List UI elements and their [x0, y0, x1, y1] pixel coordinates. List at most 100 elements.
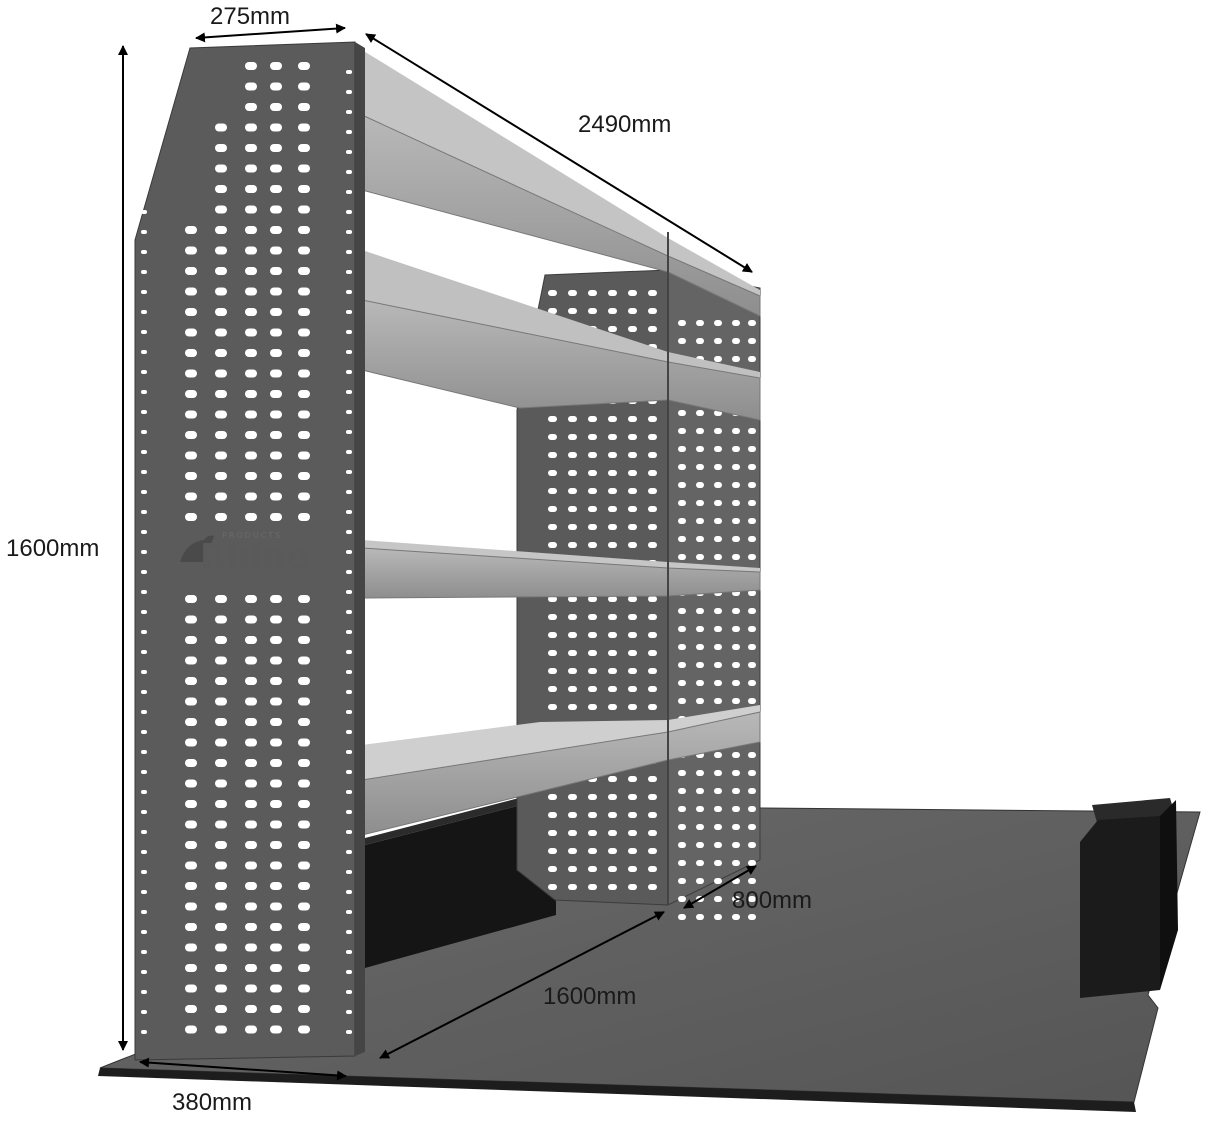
panel-edge-slot — [141, 650, 147, 654]
upright-hole — [714, 860, 722, 866]
panel-hole — [298, 185, 310, 193]
upright-hole — [714, 824, 722, 830]
upright-hole — [714, 770, 722, 776]
dim-line-depth-top — [195, 23, 346, 43]
panel-edge-slot — [141, 630, 147, 634]
panel-hole — [270, 882, 282, 890]
upright-hole — [548, 848, 557, 854]
panel-edge-slot — [346, 270, 352, 274]
panel-hole — [185, 882, 197, 890]
upright-hole — [748, 914, 756, 920]
upright-hole — [648, 686, 657, 692]
upright-hole — [568, 452, 577, 458]
panel-edge-slot — [141, 330, 147, 334]
upright-hole — [588, 308, 597, 314]
panel-hole — [298, 636, 310, 644]
upright-hole — [714, 806, 722, 812]
panel-hole — [185, 718, 197, 726]
panel-hole — [298, 677, 310, 685]
panel-edge-slot — [346, 710, 352, 714]
panel-hole — [245, 902, 257, 911]
upright-hole — [748, 320, 756, 326]
upright-hole — [568, 830, 577, 836]
upright-hole — [678, 806, 686, 812]
upright-hole — [588, 668, 597, 674]
upright-hole — [748, 824, 756, 830]
panel-hole — [298, 410, 310, 419]
upright-hole — [588, 866, 597, 872]
upright-hole — [696, 644, 704, 650]
upright-hole — [608, 686, 617, 692]
upright-hole — [678, 446, 686, 452]
upright-hole — [696, 410, 704, 416]
panel-hole — [298, 779, 310, 788]
upright-hole — [678, 896, 686, 902]
upright-hole — [696, 788, 704, 794]
end-panel-holes — [141, 62, 352, 1034]
upright-hole — [714, 320, 722, 326]
upright-hole — [628, 434, 637, 440]
panel-hole — [298, 308, 310, 316]
upright-hole — [568, 596, 577, 602]
upright-hole — [648, 416, 657, 422]
upright-hole — [608, 830, 617, 836]
panel-edge-slot — [346, 550, 352, 554]
upright-hole — [588, 794, 597, 800]
upright-hole — [748, 608, 756, 614]
panel-hole — [245, 820, 257, 829]
panel-hole — [185, 902, 197, 911]
panel-hole — [245, 472, 257, 480]
upright-hole — [648, 848, 657, 854]
panel-hole — [185, 595, 197, 603]
panel-hole — [270, 185, 282, 193]
panel-hole — [270, 123, 282, 132]
panel-edge-slot — [346, 690, 352, 694]
panel-hole — [185, 349, 197, 357]
upright-hole — [608, 614, 617, 620]
upright-hole — [696, 626, 704, 632]
upright-hole — [548, 866, 557, 872]
upright-hole — [608, 794, 617, 800]
panel-hole — [298, 431, 310, 439]
upright-hole — [732, 320, 740, 326]
panel-hole — [215, 923, 227, 931]
dim-line-floor-length — [379, 911, 665, 1059]
panel-edge-slot — [141, 410, 147, 414]
panel-hole — [185, 984, 197, 993]
upright-hole — [608, 308, 617, 314]
panel-hole — [298, 513, 310, 521]
panel-hole — [215, 882, 227, 890]
upright-hole — [548, 686, 557, 692]
upright-hole — [696, 464, 704, 470]
panel-edge-slot — [346, 470, 352, 474]
label-length-top: 2490mm — [578, 111, 671, 138]
panel-hole — [185, 800, 197, 808]
panel-hole — [270, 431, 282, 439]
panel-edge-slot — [346, 670, 352, 674]
upright-hole — [696, 482, 704, 488]
panel-hole — [215, 902, 227, 911]
upright-hole — [696, 536, 704, 542]
panel-hole — [298, 267, 310, 275]
upright-hole — [608, 884, 617, 890]
panel-hole — [245, 779, 257, 788]
panel-hole — [298, 800, 310, 808]
upright-hole — [588, 524, 597, 530]
upright-hole — [628, 848, 637, 854]
upright-hole — [714, 698, 722, 704]
panel-edge-slot — [141, 810, 147, 814]
panel-edge-slot — [141, 930, 147, 934]
upright-hole — [628, 416, 637, 422]
panel-hole — [298, 697, 310, 706]
upright-hole — [748, 500, 756, 506]
upright-hole — [608, 326, 617, 332]
upright-hole — [732, 698, 740, 704]
upright-hole — [588, 452, 597, 458]
panel-edge-slot — [141, 590, 147, 594]
panel-edge-slot — [346, 1010, 352, 1014]
upright-hole — [748, 482, 756, 488]
panel-hole — [270, 841, 282, 849]
panel-edge-slot — [141, 310, 147, 314]
panel-edge-slot — [346, 250, 352, 254]
upright-hole — [568, 614, 577, 620]
